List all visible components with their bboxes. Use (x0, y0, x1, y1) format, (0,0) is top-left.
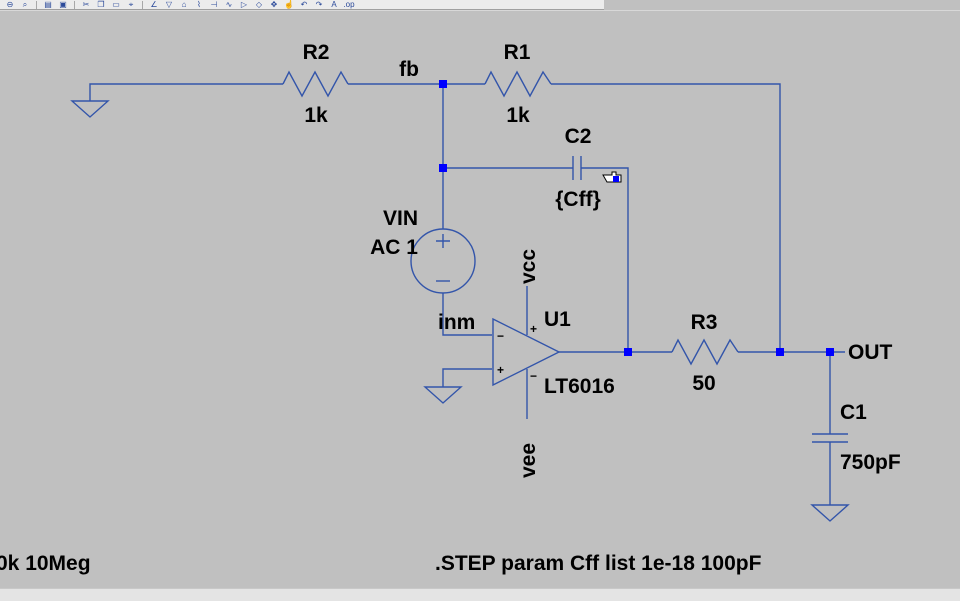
junction-c2-left (439, 164, 447, 172)
find-icon[interactable]: ⌖ (128, 0, 134, 9)
label-icon[interactable]: ⌂ (181, 0, 187, 9)
wire-r1-out (551, 83, 781, 352)
vin-plus-sign (436, 234, 450, 248)
text-icon[interactable]: A (331, 0, 337, 9)
redo-icon[interactable]: ↷ (315, 0, 323, 9)
junction-opamp-out (624, 348, 632, 356)
resistor-icon[interactable]: ⌇ (197, 0, 201, 9)
toolbar-separator (74, 0, 75, 9)
inductor-icon[interactable]: ∿ (225, 0, 233, 9)
spice-directive-icon[interactable]: .op (343, 0, 355, 9)
schematic-canvas[interactable]: + − − + R2 1k fb R1 1k C2 {Cff} VIN AC 1… (0, 10, 960, 589)
hand-cursor-icon (602, 171, 622, 183)
capacitor-c1-symbol[interactable] (812, 433, 848, 443)
undo-icon[interactable]: ↶ (300, 0, 308, 9)
net-label-out[interactable]: OUT (848, 341, 893, 364)
ground-symbol-left (70, 100, 110, 118)
opamp-pin-noninv: + (497, 363, 504, 377)
r2-value-label[interactable]: 1k (304, 104, 328, 127)
paste-icon[interactable]: ▭ (112, 0, 120, 9)
r1-value-label[interactable]: 1k (506, 104, 530, 127)
step-directive[interactable]: .STEP param Cff list 1e-18 100pF (435, 552, 762, 575)
zoom-out-icon[interactable]: ⊖ (6, 0, 14, 9)
c2-ref-label[interactable]: C2 (565, 125, 592, 148)
u1-value-label[interactable]: LT6016 (544, 375, 615, 398)
net-label-vcc[interactable]: vcc (517, 249, 540, 284)
toolbar-separator (36, 0, 37, 9)
net-label-inm[interactable]: inm (438, 311, 475, 334)
wire-vin-inm (442, 293, 492, 336)
wire-ground-r2 (89, 83, 283, 101)
horizontal-scrollbar[interactable] (0, 588, 960, 601)
vin-value-label[interactable]: AC 1 (370, 236, 418, 259)
vin-ref-label[interactable]: VIN (383, 207, 418, 230)
junction-fb (439, 80, 447, 88)
resistor-r2-symbol[interactable] (282, 70, 349, 98)
toolbar-separator (142, 0, 143, 9)
capacitor-icon[interactable]: ⊣ (210, 0, 218, 9)
print-preview-icon[interactable]: ▣ (59, 0, 67, 9)
diode-icon[interactable]: ▷ (240, 0, 248, 9)
cut-icon[interactable]: ✂ (82, 0, 90, 9)
drag-icon[interactable]: ☝ (284, 0, 294, 9)
junction-r1-r3 (776, 348, 784, 356)
resistor-r1-symbol[interactable] (484, 70, 552, 98)
u1-ref-label[interactable]: U1 (544, 308, 571, 331)
wire-opamp-noninv (442, 368, 492, 387)
schematic-svg[interactable]: + − − + R2 1k fb R1 1k C2 {Cff} VIN AC 1… (0, 11, 960, 589)
zoom-fit-icon[interactable]: ⌕ (22, 0, 28, 9)
component-icon[interactable]: ◇ (255, 0, 263, 9)
r3-value-label[interactable]: 50 (692, 372, 715, 395)
r3-ref-label[interactable]: R3 (691, 311, 718, 334)
r1-ref-label[interactable]: R1 (504, 41, 531, 64)
ground-symbol-c1 (810, 504, 850, 522)
opamp-pin-inv: − (497, 329, 504, 343)
copy-icon[interactable]: ❐ (97, 0, 105, 9)
wire-icon[interactable]: ∠ (150, 0, 158, 9)
c1-value-label[interactable]: 750pF (840, 451, 901, 474)
print-icon[interactable]: ▤ (44, 0, 52, 9)
opamp-u1-symbol[interactable] (492, 317, 561, 387)
wire-c2-right (581, 167, 629, 352)
ground-icon[interactable]: ▽ (165, 0, 173, 9)
ground-symbol-opamp (423, 386, 463, 404)
resistor-r3-symbol[interactable] (671, 338, 739, 366)
junction-out (826, 348, 834, 356)
net-label-fb[interactable]: fb (399, 58, 419, 81)
ac-directive[interactable]: 0k 10Meg (0, 552, 91, 575)
move-icon[interactable]: ✥ (270, 0, 278, 9)
toolbar: ⊖ ⌕ ▤ ▣ ✂ ❐ ▭ ⌖ ∠ ▽ ⌂ ⌇ ⊣ ∿ ▷ ◇ ✥ ☝ ↶ ↷ … (0, 0, 604, 10)
net-label-vee[interactable]: vee (517, 443, 540, 478)
c2-value-label[interactable]: {Cff} (555, 188, 601, 211)
r2-ref-label[interactable]: R2 (303, 41, 330, 64)
opamp-pin-minus-bottom: − (530, 369, 537, 383)
capacitor-c2-symbol[interactable] (572, 156, 582, 180)
c1-ref-label[interactable]: C1 (840, 401, 867, 424)
opamp-pin-plus-top: + (530, 322, 537, 336)
